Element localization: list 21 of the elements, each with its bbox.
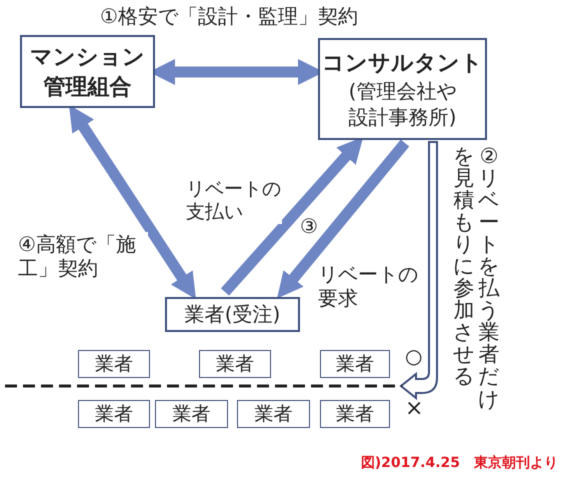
circle-mark: ○	[405, 344, 422, 368]
top-label: ①格安で「設計・監理」契約	[100, 4, 359, 28]
arrow	[277, 140, 410, 298]
vendor-box: 業者	[78, 350, 150, 378]
association-box: マンション管理組合	[20, 35, 155, 108]
source-note: 図)2017.4.25 東京朝刊より	[360, 455, 558, 472]
vendor-box: 業者	[155, 400, 228, 428]
cross-mark: ×	[405, 396, 424, 422]
edge-label: リベートの支払い	[186, 178, 282, 224]
vendor-box: 業者	[320, 400, 390, 428]
vendor-box: 業者	[78, 400, 150, 428]
vendor-box: 業者	[237, 400, 310, 428]
hollow-arrow	[400, 141, 438, 399]
step-number: ③	[300, 214, 318, 238]
vertical-label: を見積もりに参加させる	[452, 145, 476, 388]
edge-label: ④高額で「施工」契約	[18, 232, 148, 280]
consultant-box: コンサルタント (管理会社や設計事務所)	[318, 38, 487, 140]
vertical-label: ②リベートを払う業者だけ	[477, 145, 501, 410]
vendor-box: 業者	[199, 350, 271, 378]
vendor-box: 業者	[320, 350, 390, 378]
contractor-box: 業者(受注)	[165, 297, 300, 332]
